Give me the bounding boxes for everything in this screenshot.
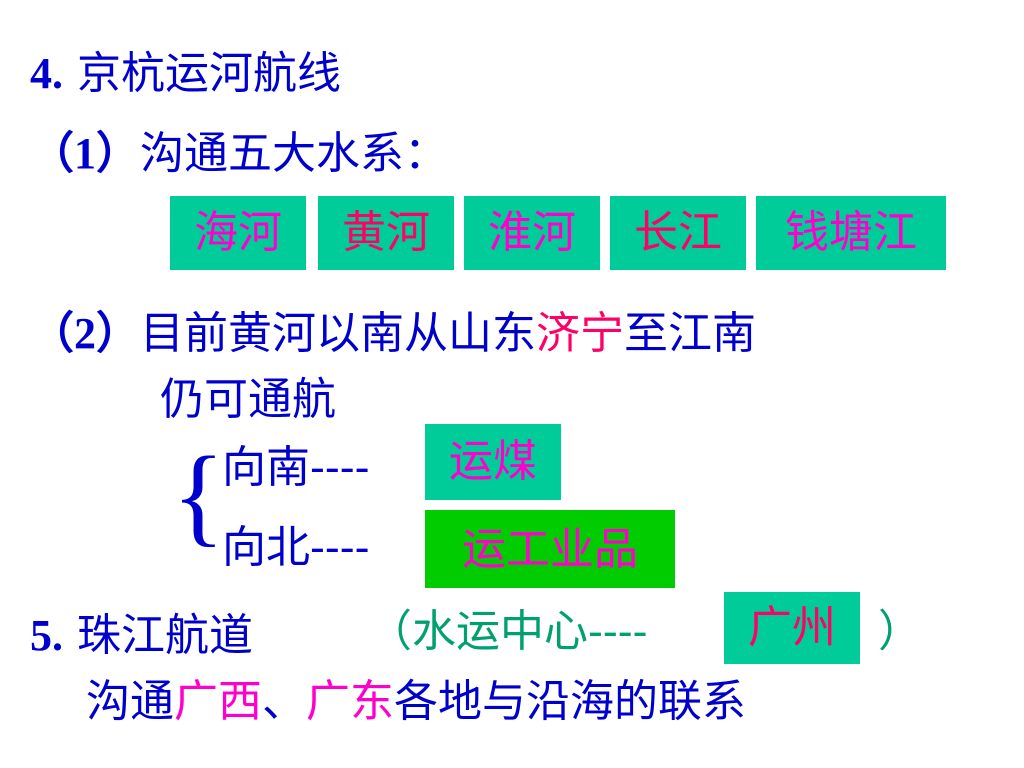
section-4-number: 4. [30, 49, 63, 98]
item-2-text-before: 目前黄河以南从山东 [140, 308, 536, 359]
line-2-suffix: 各地与沿海的联系 [394, 676, 746, 727]
center-city-box: 广州 [724, 592, 860, 664]
river-box-huaihe: 淮河 [464, 196, 600, 270]
section-5-heading: 5. 珠江航道 [30, 614, 253, 658]
section-5-title: 珠江航道 [77, 610, 253, 661]
river-label: 海河 [194, 207, 282, 258]
north-cargo-label: 运工业品 [462, 524, 638, 575]
north-direction: 向北---- [222, 526, 369, 570]
water-transport-center-open: （水运中心---- [368, 606, 648, 657]
river-box-qiantangjiang: 钱塘江 [756, 196, 946, 270]
line-2-sep: 、 [262, 676, 306, 727]
south-direction: 向南---- [222, 446, 369, 490]
item-2-line-2: 仍可通航 [160, 374, 336, 425]
north-direction-text: 向北---- [222, 522, 370, 573]
item-1-line: （1）沟通五大水系： [30, 132, 448, 176]
line-2-prefix: 沟通 [86, 676, 174, 727]
river-box-haihe: 海河 [170, 196, 306, 270]
north-cargo-box: 运工业品 [425, 510, 675, 588]
south-cargo-label: 运煤 [449, 436, 537, 487]
item-2-line: （2）目前黄河以南从山东济宁至江南 [30, 312, 756, 356]
item-2-label: （2） [30, 309, 140, 358]
section-4-heading: 4. 京杭运河航线 [30, 52, 341, 96]
south-cargo-box: 运煤 [425, 424, 561, 500]
item-1-label: （1） [30, 129, 140, 178]
line-2-region-1: 广西 [174, 676, 262, 727]
brace: { [172, 434, 225, 556]
river-label: 长江 [634, 207, 722, 258]
item-1-text: 沟通五大水系： [140, 128, 448, 179]
section-4-title: 京杭运河航线 [77, 48, 341, 99]
item-2-highlight: 济宁 [536, 308, 624, 359]
river-label: 钱塘江 [785, 207, 917, 258]
center-city-label: 广州 [748, 602, 836, 653]
item-2-text-after: 至江南 [624, 308, 756, 359]
river-label: 黄河 [342, 207, 430, 258]
water-transport-center-close: ） [878, 606, 922, 657]
line-2-region-2: 广东 [306, 676, 394, 727]
river-box-changjiang: 长江 [610, 196, 746, 270]
river-box-huanghe: 黄河 [318, 196, 454, 270]
river-label: 淮河 [488, 207, 576, 258]
section-5-number: 5. [30, 611, 63, 660]
south-direction-text: 向南---- [222, 442, 370, 493]
section-5-line-2: 沟通广西、广东各地与沿海的联系 [86, 680, 746, 724]
